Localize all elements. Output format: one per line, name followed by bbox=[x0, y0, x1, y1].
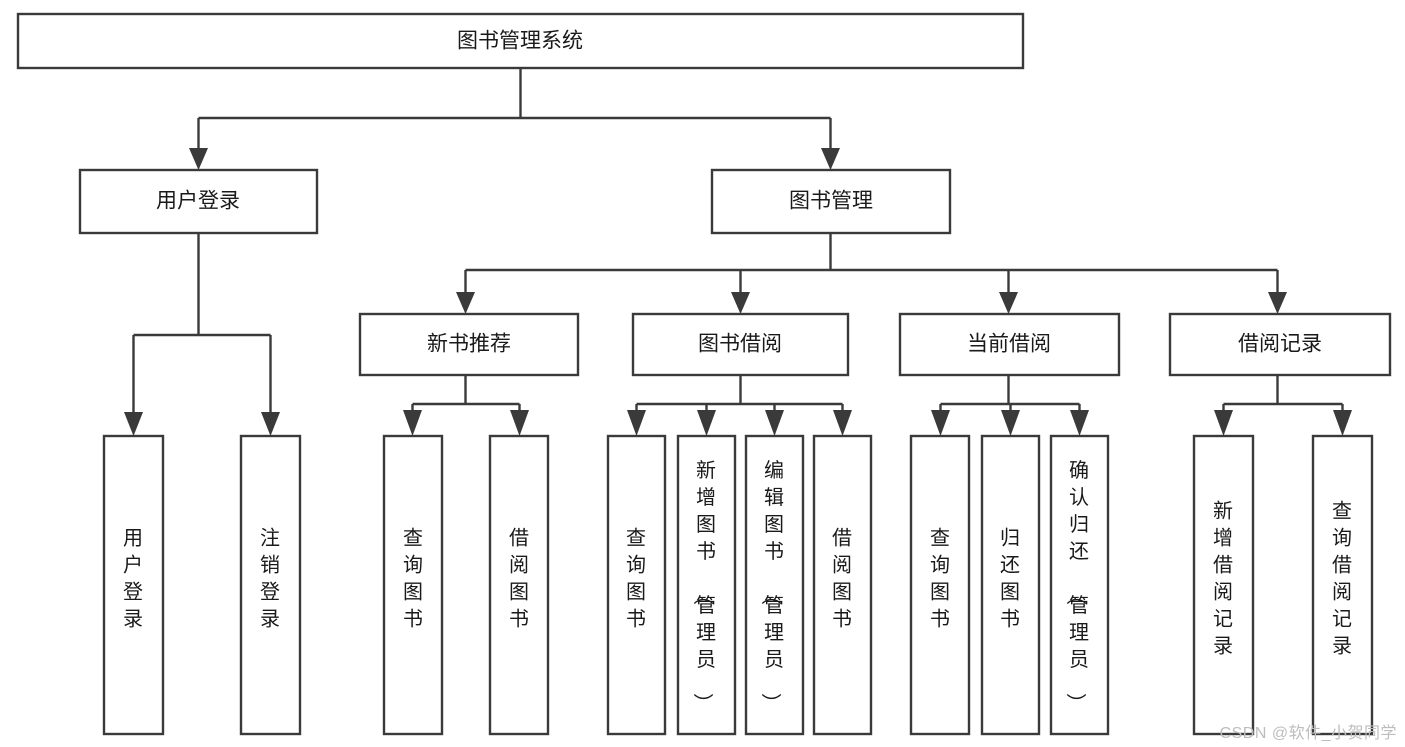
leaf-return-book-box[interactable] bbox=[980, 434, 1041, 736]
node-book-borrow-box[interactable] bbox=[631, 312, 850, 377]
leaf-query-book-1-box[interactable] bbox=[382, 434, 444, 736]
leaf-user-login-label: 用户登录 bbox=[123, 528, 143, 631]
leaf-node-query-book-3[interactable]: 查询图书 bbox=[909, 434, 971, 736]
leaf-node-add-record[interactable]: 新增借阅记录 bbox=[1192, 434, 1255, 736]
node-root[interactable]: 图书管理系统 bbox=[16, 12, 1025, 70]
arrowhead-leaf-confirm-return bbox=[1070, 410, 1089, 436]
csdn-watermark: CSDN @软件_小贺同学 bbox=[1219, 725, 1397, 742]
leaf-borrow-book-2-label: 借阅图书 bbox=[832, 527, 852, 631]
leaf-node-add-book[interactable]: 新增图书（管理员） bbox=[676, 434, 737, 736]
arrowhead-book-management bbox=[821, 148, 840, 170]
node-current-borrow-label: 当前借阅 bbox=[967, 333, 1051, 356]
node-root-box[interactable] bbox=[16, 12, 1025, 70]
leaf-node-query-record[interactable]: 查询借阅记录 bbox=[1311, 434, 1374, 736]
arrowhead-leaf-add-record bbox=[1214, 410, 1233, 436]
leaf-confirm-return-box[interactable] bbox=[1049, 434, 1110, 736]
leaf-add-book-box[interactable] bbox=[676, 434, 737, 736]
leaf-node-return-book[interactable]: 归还图书 bbox=[980, 434, 1041, 736]
leaf-node-confirm-return[interactable]: 确认归还（管理员） bbox=[1049, 434, 1110, 736]
node-book-management-label: 图书管理 bbox=[789, 190, 873, 213]
leaf-node-user-login[interactable]: 用户登录 bbox=[102, 434, 165, 736]
node-new-book-recommend[interactable]: 新书推荐 bbox=[358, 312, 580, 377]
leaf-query-book-1-label: 查询图书 bbox=[403, 527, 423, 631]
leaf-node-edit-book[interactable]: 编辑图书（管理员） bbox=[744, 434, 805, 736]
node-root-label: 图书管理系统 bbox=[457, 30, 583, 53]
node-book-management-box[interactable] bbox=[710, 168, 952, 235]
arrowhead-leaf-return-book bbox=[1001, 410, 1020, 436]
leaf-node-borrow-book-2[interactable]: 借阅图书 bbox=[812, 434, 873, 736]
arrowhead-book-borrow bbox=[731, 292, 750, 314]
arrowhead-user-login bbox=[189, 148, 208, 170]
arrowhead-leaf-user-logout bbox=[261, 412, 280, 436]
node-new-book-recommend-box[interactable] bbox=[358, 312, 580, 377]
leaf-user-logout-box[interactable] bbox=[239, 434, 302, 736]
arrowhead-borrow-record bbox=[1268, 292, 1287, 314]
leaf-borrow-book-1-box[interactable] bbox=[488, 434, 550, 736]
arrowhead-leaf-query-book-3 bbox=[931, 410, 950, 436]
leaf-borrow-book-1-label: 借阅图书 bbox=[509, 527, 529, 631]
arrowhead-leaf-query-book-2 bbox=[627, 410, 646, 436]
node-book-management[interactable]: 图书管理 bbox=[710, 168, 952, 235]
leaf-confirm-return-label: 确认归还（管理员） bbox=[1064, 459, 1089, 713]
node-user-login[interactable]: 用户登录 bbox=[78, 168, 319, 235]
arrowhead-leaf-add-book bbox=[697, 410, 716, 436]
connector-layer bbox=[124, 68, 1352, 436]
leaf-edit-book-box[interactable] bbox=[744, 434, 805, 736]
node-user-login-label: 用户登录 bbox=[156, 190, 240, 213]
leaf-query-book-3-label: 查询图书 bbox=[930, 527, 950, 631]
node-book-borrow[interactable]: 图书借阅 bbox=[631, 312, 850, 377]
leaf-node-user-logout[interactable]: 注销登录 bbox=[239, 434, 302, 736]
node-current-borrow-box[interactable] bbox=[898, 312, 1121, 377]
node-borrow-record-label: 借阅记录 bbox=[1238, 333, 1322, 356]
leaf-query-book-3-box[interactable] bbox=[909, 434, 971, 736]
arrowhead-current-borrow bbox=[999, 292, 1018, 314]
node-borrow-record-box[interactable] bbox=[1168, 312, 1392, 377]
leaf-user-login-box[interactable] bbox=[102, 434, 165, 736]
arrowhead-leaf-query-book-1 bbox=[403, 410, 422, 436]
leaf-borrow-book-2-box[interactable] bbox=[812, 434, 873, 736]
arrowhead-leaf-query-record bbox=[1333, 410, 1352, 436]
leaf-add-book-label: 新增图书（管理员） bbox=[691, 459, 716, 713]
node-new-book-recommend-label: 新书推荐 bbox=[427, 333, 511, 356]
arrowhead-leaf-borrow-book-2 bbox=[833, 410, 852, 436]
arrowhead-leaf-borrow-book-1 bbox=[510, 410, 529, 436]
leaf-query-book-2-label: 查询图书 bbox=[626, 527, 646, 631]
arrowhead-new-book-recommend bbox=[456, 292, 475, 314]
node-book-borrow-label: 图书借阅 bbox=[698, 333, 782, 356]
node-borrow-record[interactable]: 借阅记录 bbox=[1168, 312, 1392, 377]
arrowhead-leaf-user-login bbox=[124, 412, 143, 436]
leaf-edit-book-label: 编辑图书（管理员） bbox=[759, 459, 784, 713]
leaf-user-logout-label: 注销登录 bbox=[260, 527, 280, 631]
leaf-query-book-2-box[interactable] bbox=[606, 434, 667, 736]
arrowhead-leaf-edit-book bbox=[765, 410, 784, 436]
leaf-query-record-label: 查询借阅记录 bbox=[1332, 500, 1352, 658]
leaf-add-record-label: 新增借阅记录 bbox=[1213, 500, 1233, 658]
leaf-node-query-book-2[interactable]: 查询图书 bbox=[606, 434, 667, 736]
node-user-login-box[interactable] bbox=[78, 168, 319, 235]
leaf-node-borrow-book-1[interactable]: 借阅图书 bbox=[488, 434, 550, 736]
leaf-query-record-box[interactable] bbox=[1311, 434, 1374, 736]
leaf-add-record-box[interactable] bbox=[1192, 434, 1255, 736]
leaf-return-book-label: 归还图书 bbox=[1000, 527, 1020, 631]
node-current-borrow[interactable]: 当前借阅 bbox=[898, 312, 1121, 377]
leaf-node-query-book-1[interactable]: 查询图书 bbox=[382, 434, 444, 736]
